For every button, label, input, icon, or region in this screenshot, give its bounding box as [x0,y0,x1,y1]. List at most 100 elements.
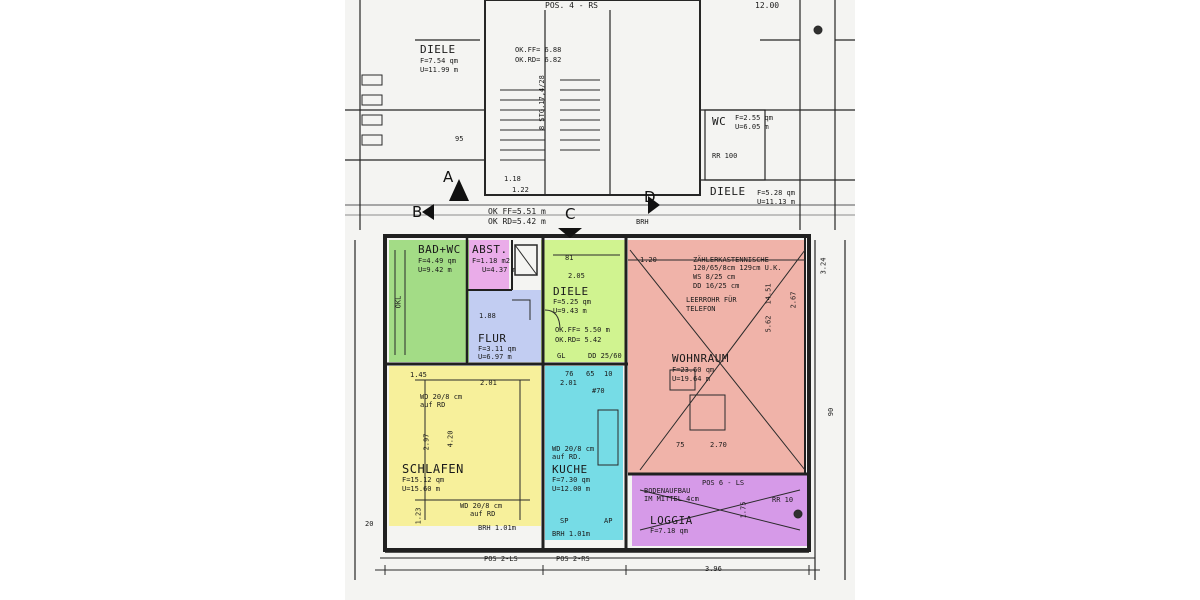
leerrohr-note: LEERROHR FÜR [686,296,737,304]
dim-3-24: 3.24 [819,257,828,275]
dd-note: DD 16/25 cm [693,282,740,290]
room-fill-abstell [469,240,509,290]
wc-top-name: WC [712,115,727,128]
wohnraum-area: F=23.60 qm [672,366,715,374]
auf-rd-2: auf RD [470,510,496,518]
stair-treads [500,79,600,161]
ok-ff-top: OK.FF= 6.88 [515,46,562,54]
ok-rd-top: OK.RD= 6.82 [515,56,562,64]
diele-top-name: DIELE [420,43,456,56]
wc-top-area: F=2.55 qm [735,114,773,122]
interior-linework [394,25,823,531]
dim-10: 10 [604,370,613,378]
wc-top-rr: RR 100 [712,152,738,160]
diele-ok-ff: OK.FF= 5.50 m [555,326,610,334]
zaehler-note: ZÄHLERKASTENNISCHE [693,256,769,264]
flur-area: F=3.11 qm [478,345,516,353]
room-fill-flur [469,290,541,362]
bodenaufbau-note: BODENAUFBAU [644,487,691,495]
im-mittel-note: IM MITTEL 4cm [644,495,699,503]
dim-2-01-kueche: 2.01 [560,379,577,387]
dim-1-22: 1.22 [512,186,529,194]
okl-label: OKL [394,295,403,309]
pos2-rs-label: POS 2-RS [556,555,590,563]
kueche-area: F=7.30 qm [552,476,590,484]
wd-kueche: WD 20/8 cm [552,445,595,453]
stair-count: 8 STG.17,4/28 [538,75,546,130]
dim-20: 20 [365,520,374,528]
schlafen-area: F=15.12 qm [402,476,445,484]
pos2-ls-label: POS 2-LS [484,555,518,563]
wc-top-perimeter: U=6.05 m [735,123,769,131]
room-fill-schlafen [389,366,541,526]
dim-1-88: 1.88 [479,312,496,320]
wd-schlafen-bot: WD 20/8 cm [460,502,503,510]
diele-perimeter: U=9.43 m [553,307,587,315]
dim-1-45: 1.45 [410,371,427,379]
gl-label: GL [557,352,566,360]
dim-2-01-schlafen: 2.01 [480,379,497,387]
dim-4-20: 4.20 [446,430,455,448]
schlafen-perimeter: U=15.60 m [402,485,440,493]
dim-1-20: 1.20 [640,256,657,264]
top-dimension: 12.00 [755,1,780,10]
dim-2-67: 2.67 [789,291,798,309]
telefon-note: TELEFON [686,305,716,313]
diele-dd: DD 25/60 [588,352,622,360]
section-marker-c: C [565,205,576,223]
ok-ff-mid: OK FF=5.51 m [488,207,546,216]
diele-top-area: F=7.54 qm [420,57,458,65]
dim-95: 95 [455,135,464,143]
dimension-line-bottom [375,565,820,575]
dim-3-96: 3.96 [705,565,722,573]
ok-rd-mid: OK RD=5.42 m [488,217,546,226]
bad-wc-name: BAD+WC [418,243,461,256]
abstell-perimeter: U=4.37 m [482,266,516,274]
upper-linework [345,0,855,580]
auf-rd-3: auf RD. [552,453,582,461]
sp-label: SP [560,517,569,525]
abstell-name: ABST. [472,243,508,256]
dim-81: 81 [565,254,574,262]
zaehler-dim: 120/65/8cm 129cm U.K. [693,264,782,272]
section-marker-b: B [412,203,423,221]
abstell-area: F=1.18 m2 [472,257,510,265]
brh-kueche: BRH 1.01m [552,530,590,538]
room-fill-kueche [545,366,623,540]
room-fill-bad-wc [389,240,469,362]
ap-label: AP [604,517,613,525]
diele-top-perimeter: U=11.99 m [420,66,458,74]
rr10-label: RR 10 [772,496,794,504]
flur-perimeter: U=6.97 m [478,353,512,361]
dim-1-23: 1.23 [414,507,423,525]
bad-wc-perimeter: U=9.42 m [418,266,452,274]
dim-90: 90 [827,407,836,417]
diele-right-area: F=5.28 qm [757,189,795,197]
room-fill-diele [541,240,625,362]
auf-rd-1: auf RD [420,401,446,409]
kueche-name: KUCHE [552,463,588,476]
section-markers [422,179,660,238]
left-window-marks [361,74,383,146]
pos4-label: POS. 4 - RS [545,1,598,10]
section-marker-d: D [644,188,656,206]
dim-2-97: 2.97 [422,433,431,451]
diele-right-name: DIELE [710,185,746,198]
pos-70: #70 [592,387,605,395]
pos6-label: POS 6 - LS [702,479,745,487]
dim-14-51: 14.51 [764,283,773,305]
wd-schlafen-top: WD 20/8 cm [420,393,463,401]
dim-1-18: 1.18 [504,175,521,183]
dim-75: 75 [676,441,685,449]
section-marker-a: A [443,168,454,186]
brh-schlafen: BRH 1.01m [478,524,516,532]
brh-top: BRH [636,218,649,226]
ws-note: WS 8/25 cm [693,273,736,281]
room-fill-wohnraum [628,240,805,474]
wohnraum-name: WOHNRAUM [672,352,729,365]
dim-65: 65 [586,370,595,378]
diele-right-perimeter: U=11.13 m [757,198,795,206]
wohnraum-perimeter: U=19.64 m [672,375,710,383]
diele-name: DIELE [553,285,589,298]
loggia-area: F=7.18 qm [650,527,688,535]
